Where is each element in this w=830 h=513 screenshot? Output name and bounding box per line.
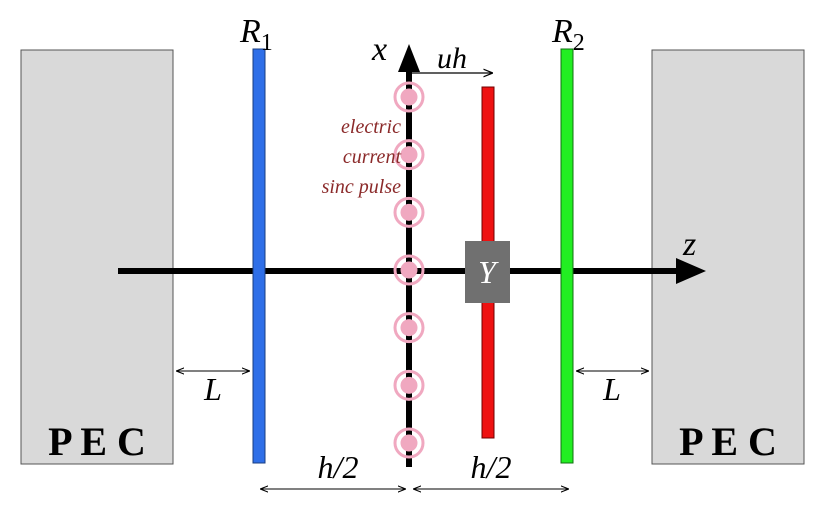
r1-label: R1 <box>239 13 273 56</box>
source-text-line2: current <box>343 146 402 168</box>
half-label-right: h/2 <box>471 449 512 485</box>
pec-block-right <box>651 49 805 465</box>
resistive-sheet-r2 <box>560 48 574 464</box>
source-text-line3: sinc pulse <box>322 176 402 198</box>
r1-label-main: R <box>239 13 261 50</box>
z-axis-arrowhead <box>676 258 706 284</box>
x-axis-label: x <box>371 31 387 68</box>
gap-label-left: L <box>203 371 222 407</box>
source-text-line1: electric <box>341 116 401 138</box>
r1-label-sub: 1 <box>261 30 273 56</box>
current-source-dot <box>400 146 418 164</box>
half-label-left: h/2 <box>318 449 359 485</box>
current-source-ring <box>393 139 425 171</box>
current-source-dot <box>400 376 418 394</box>
current-source-dot <box>400 261 418 279</box>
pec-block-left <box>20 49 174 465</box>
x-axis-arrowhead <box>398 44 420 72</box>
uh-label: uh <box>437 42 467 75</box>
current-source-dot <box>400 434 418 452</box>
current-source-ring <box>393 312 425 344</box>
current-source-ring <box>393 196 425 228</box>
current-source-dot <box>400 88 418 106</box>
current-source-ring <box>393 254 425 286</box>
current-source-dot <box>400 319 418 337</box>
admittance-box <box>465 241 510 303</box>
current-source-ring <box>393 427 425 459</box>
r2-label-main: R <box>551 13 573 50</box>
r2-label: R2 <box>551 13 585 56</box>
pec-label-left: P E C <box>48 419 146 464</box>
resistive-sheet-r1 <box>252 48 266 464</box>
current-source-group <box>393 81 425 459</box>
r2-label-sub: 2 <box>573 30 585 56</box>
z-axis-label: z <box>682 226 696 263</box>
current-source-ring <box>393 81 425 113</box>
pec-label-right: P E C <box>679 419 777 464</box>
current-source-dot <box>400 203 418 221</box>
admittance-label: Y <box>478 254 499 290</box>
gap-label-right: L <box>602 371 621 407</box>
current-source-ring <box>393 369 425 401</box>
